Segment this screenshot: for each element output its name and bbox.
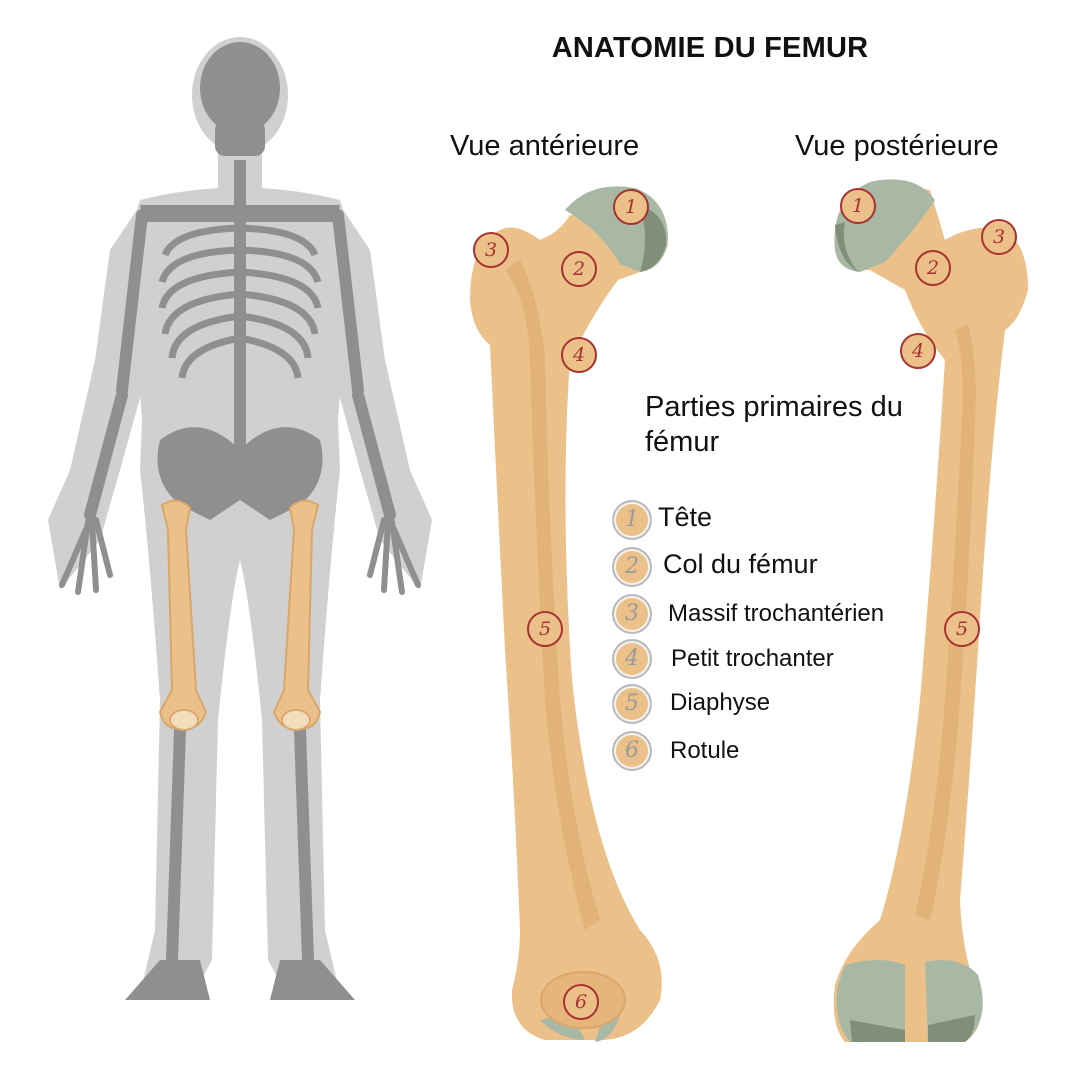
femur-anterior-shading xyxy=(505,260,600,930)
femur-posterior-shading xyxy=(915,325,976,920)
legend-label: Tête xyxy=(658,502,713,532)
femur-posterior-head-shadow xyxy=(835,222,858,272)
highlighted-femurs xyxy=(158,499,322,731)
legend-label: Massif trochantérien xyxy=(668,600,885,627)
anterior-marker-head: 1 xyxy=(613,189,649,225)
posterior-marker-trochanteric-mass: 3 xyxy=(981,219,1017,255)
femur-posterior-view xyxy=(833,179,1028,1042)
femur-posterior-condyle-shadow xyxy=(850,1015,975,1042)
legend-badge: 2 xyxy=(612,547,652,587)
legend-badge: 1 xyxy=(612,500,652,540)
page-title: ANATOMIE DU FEMUR xyxy=(551,32,869,64)
legend-label: Petit trochanter xyxy=(671,645,834,672)
posterior-marker-diaphysis: 5 xyxy=(944,611,980,647)
femur-posterior-bone xyxy=(833,180,1028,1042)
legend-label: Diaphyse xyxy=(670,689,771,716)
posterior-marker-head: 1 xyxy=(840,188,876,224)
legend-badge: 6 xyxy=(612,731,652,771)
anterior-marker-diaphysis: 5 xyxy=(527,611,563,647)
legend-title: Parties primaires du fémur xyxy=(645,391,903,458)
skeleton xyxy=(59,42,421,1000)
anterior-marker-patella: 6 xyxy=(563,984,599,1020)
legend-badge: 4 xyxy=(612,639,652,679)
anterior-marker-trochanteric-mass: 3 xyxy=(473,232,509,268)
posterior-marker-lesser-trochanter: 4 xyxy=(900,333,936,369)
posterior-view-label: Vue postérieure xyxy=(795,130,999,162)
legend-badge: 3 xyxy=(612,594,652,634)
femur-anterior-head-shadow xyxy=(640,205,667,272)
anterior-marker-lesser-trochanter: 4 xyxy=(561,337,597,373)
posterior-marker-neck: 2 xyxy=(915,250,951,286)
legend-label: Rotule xyxy=(670,737,740,764)
legend-badge: 5 xyxy=(612,684,652,724)
femur-anterior-bone xyxy=(470,210,668,1040)
anterior-marker-neck: 2 xyxy=(561,251,597,287)
human-body-figure xyxy=(48,37,432,1000)
legend-label: Col du fémur xyxy=(663,549,818,579)
anterior-view-label: Vue antérieure xyxy=(450,130,640,162)
